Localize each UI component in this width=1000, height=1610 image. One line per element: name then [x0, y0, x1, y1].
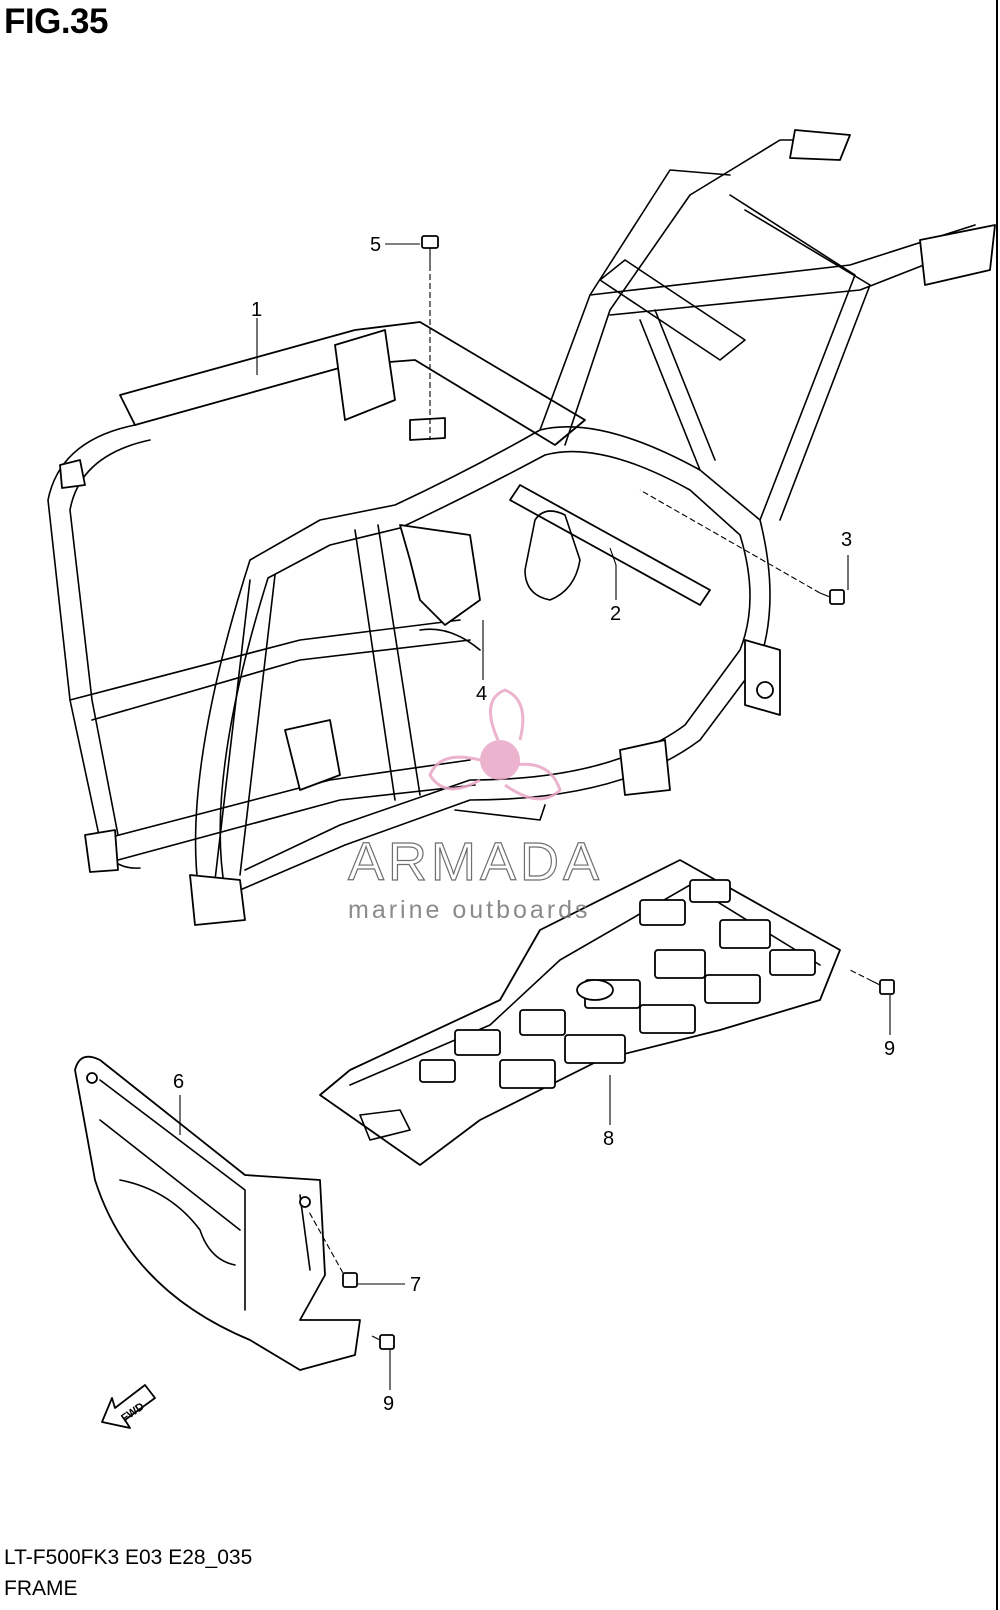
fwd-direction-arrow: FWD [101, 1384, 156, 1429]
leader-2 [609, 547, 617, 600]
callout-9-right: 9 [884, 1038, 895, 1060]
leader-9-right-dash [849, 969, 873, 982]
callout-4: 4 [476, 683, 487, 705]
leader-3-dash [639, 489, 821, 594]
watermark-brand: ARMADA [348, 832, 603, 892]
front-guard[interactable] [74, 1055, 361, 1371]
armada-watermark: ARMADA marine outboards [347, 688, 603, 924]
bolt-3[interactable] [819, 589, 845, 605]
callout-6: 6 [173, 1071, 184, 1093]
figure-title: FIG.35 [4, 2, 108, 41]
callout-3: 3 [841, 529, 852, 551]
skid-plate[interactable] [319, 859, 841, 1166]
bolt-7[interactable] [342, 1272, 358, 1288]
bolt-9-lower[interactable] [371, 1334, 395, 1350]
callout-8: 8 [603, 1128, 614, 1150]
callout-2: 2 [610, 603, 621, 625]
right-border [996, 0, 998, 1610]
propeller-logo-icon [428, 688, 562, 801]
bolt-5[interactable] [421, 235, 439, 265]
leader-7-dash [307, 1209, 344, 1274]
section-name: FRAME [4, 1577, 78, 1600]
callout-9-lower: 9 [383, 1393, 394, 1415]
callout-7: 7 [410, 1274, 421, 1296]
model-code: LT-F500FK3 E03 E28_035 [4, 1546, 253, 1569]
callout-5: 5 [370, 234, 381, 256]
main-frame[interactable] [47, 129, 996, 926]
bolt-9-right[interactable] [871, 979, 895, 995]
callout-1: 1 [251, 299, 262, 321]
watermark-tagline: marine outboards [348, 896, 591, 924]
